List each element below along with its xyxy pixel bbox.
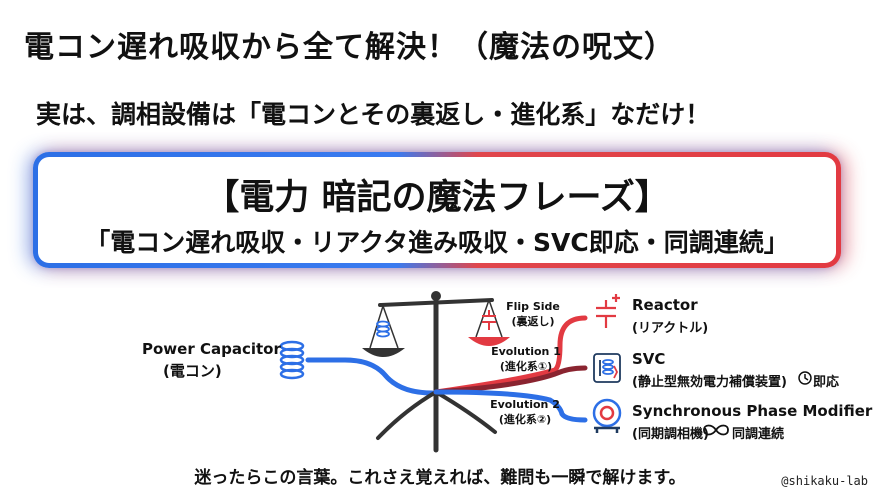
branch-label-evolution2-en: Evolution 2	[490, 398, 560, 411]
branch-label-flip-en: Flip Side	[506, 300, 560, 313]
svc-icon	[593, 353, 621, 383]
page-title: 電コン遅れ吸収から全て解決！（魔法の呪文）	[24, 30, 675, 65]
reactor-name: Reactor	[632, 296, 698, 314]
balance-scale-icon	[362, 291, 510, 357]
capacitor-coil-icon	[279, 340, 305, 380]
branch-label-evolution2-jp: (進化系②)	[498, 413, 552, 426]
phrase-box-title: 【電力 暗記の魔法フレーズ】	[204, 178, 670, 218]
evolution2-path	[433, 389, 588, 423]
svc-sub: (静止型無効電力補償装置)	[632, 375, 787, 390]
page-subtitle: 実は、調相設備は「電コンとその裏返し・進化系」なだけ！	[36, 100, 711, 129]
branch-label-evolution1-en: Evolution 1	[491, 345, 561, 358]
branch-label-evolution1: Evolution 1 (進化系①)	[490, 345, 562, 374]
spm-tag: 同調連続	[732, 427, 785, 442]
infinity-icon	[703, 424, 729, 436]
svc-name: SVC	[632, 350, 666, 368]
branch-label-evolution2: Evolution 2 (進化系②)	[488, 398, 562, 427]
evolution1-path	[433, 365, 588, 395]
magic-phrase: 「電コン遅れ吸収・リアクタ進み吸収・SVC即応・同調連続」	[85, 228, 789, 257]
root-right	[434, 390, 497, 434]
phrase-box: 【電力 暗記の魔法フレーズ】 「電コン遅れ吸収・リアクタ進み吸収・SVC即応・同…	[33, 152, 841, 268]
capacitor-path	[305, 357, 435, 396]
root-left	[376, 390, 438, 440]
reactor-sub: (リアクトル)	[632, 321, 709, 336]
clock-icon	[798, 371, 812, 385]
capacitor-label-en: Power Capacitor	[142, 340, 281, 358]
svc-tag: 即応	[813, 375, 840, 390]
credit: @shikaku-lab	[781, 474, 868, 488]
flip-side-path	[433, 315, 588, 395]
spm-name: Synchronous Phase Modifier	[632, 402, 873, 420]
spm-sub: (同期調相機)	[632, 427, 709, 442]
inductor-icon	[596, 294, 620, 328]
rotating-machine-icon	[592, 398, 622, 433]
branch-label-flip: Flip Side (裏返し)	[500, 300, 566, 329]
footer-text: 迷ったらこの言葉。これさえ覚えれば、難問も一瞬で解けます。	[194, 468, 686, 488]
branch-label-evolution1-jp: (進化系①)	[499, 360, 553, 373]
branch-label-flip-jp: (裏返し)	[511, 315, 555, 328]
capacitor-label-jp: (電コン)	[163, 362, 222, 380]
